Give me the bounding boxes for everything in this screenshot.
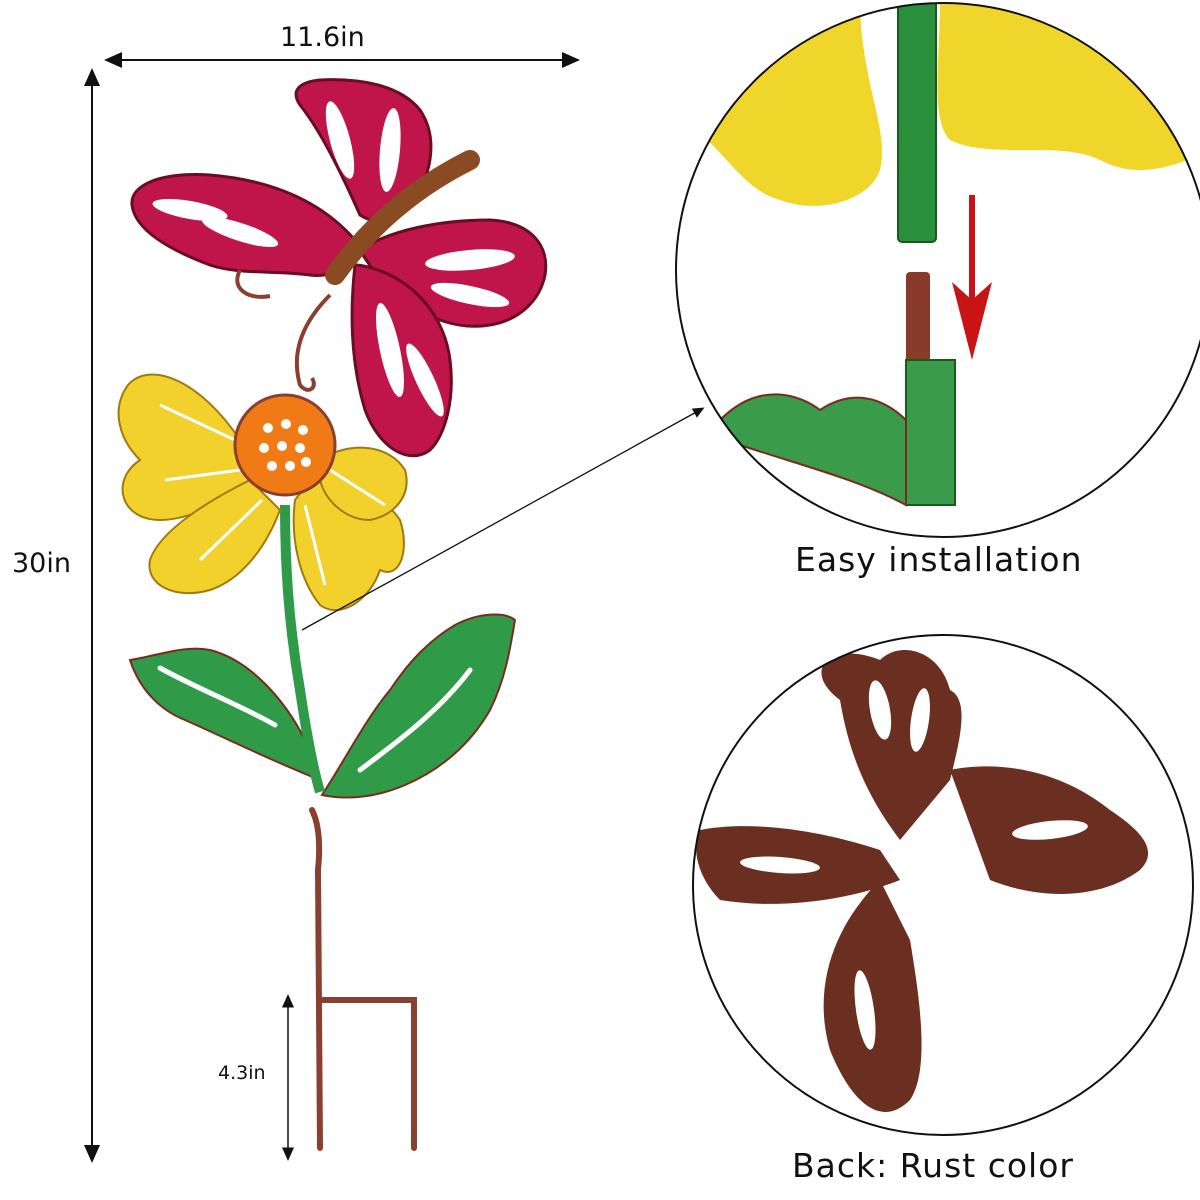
green-leaves: [128, 504, 517, 799]
red-butterfly: [130, 78, 548, 458]
installation-detail-circle: [675, 2, 1200, 538]
stake-dimension-label: 4.3in: [218, 1062, 266, 1084]
width-dimension-label: 11.6in: [280, 22, 365, 53]
yellow-flower: [117, 373, 408, 611]
garden-stake: [309, 807, 417, 1151]
installation-caption: Easy installation: [795, 540, 1083, 579]
down-arrow-icon: [952, 195, 992, 360]
back-detail-circle: [692, 634, 1194, 1136]
back-caption: Back: Rust color: [792, 1146, 1074, 1185]
detail-pointer-line: [301, 407, 705, 631]
height-dimension-label: 30in: [12, 548, 71, 579]
